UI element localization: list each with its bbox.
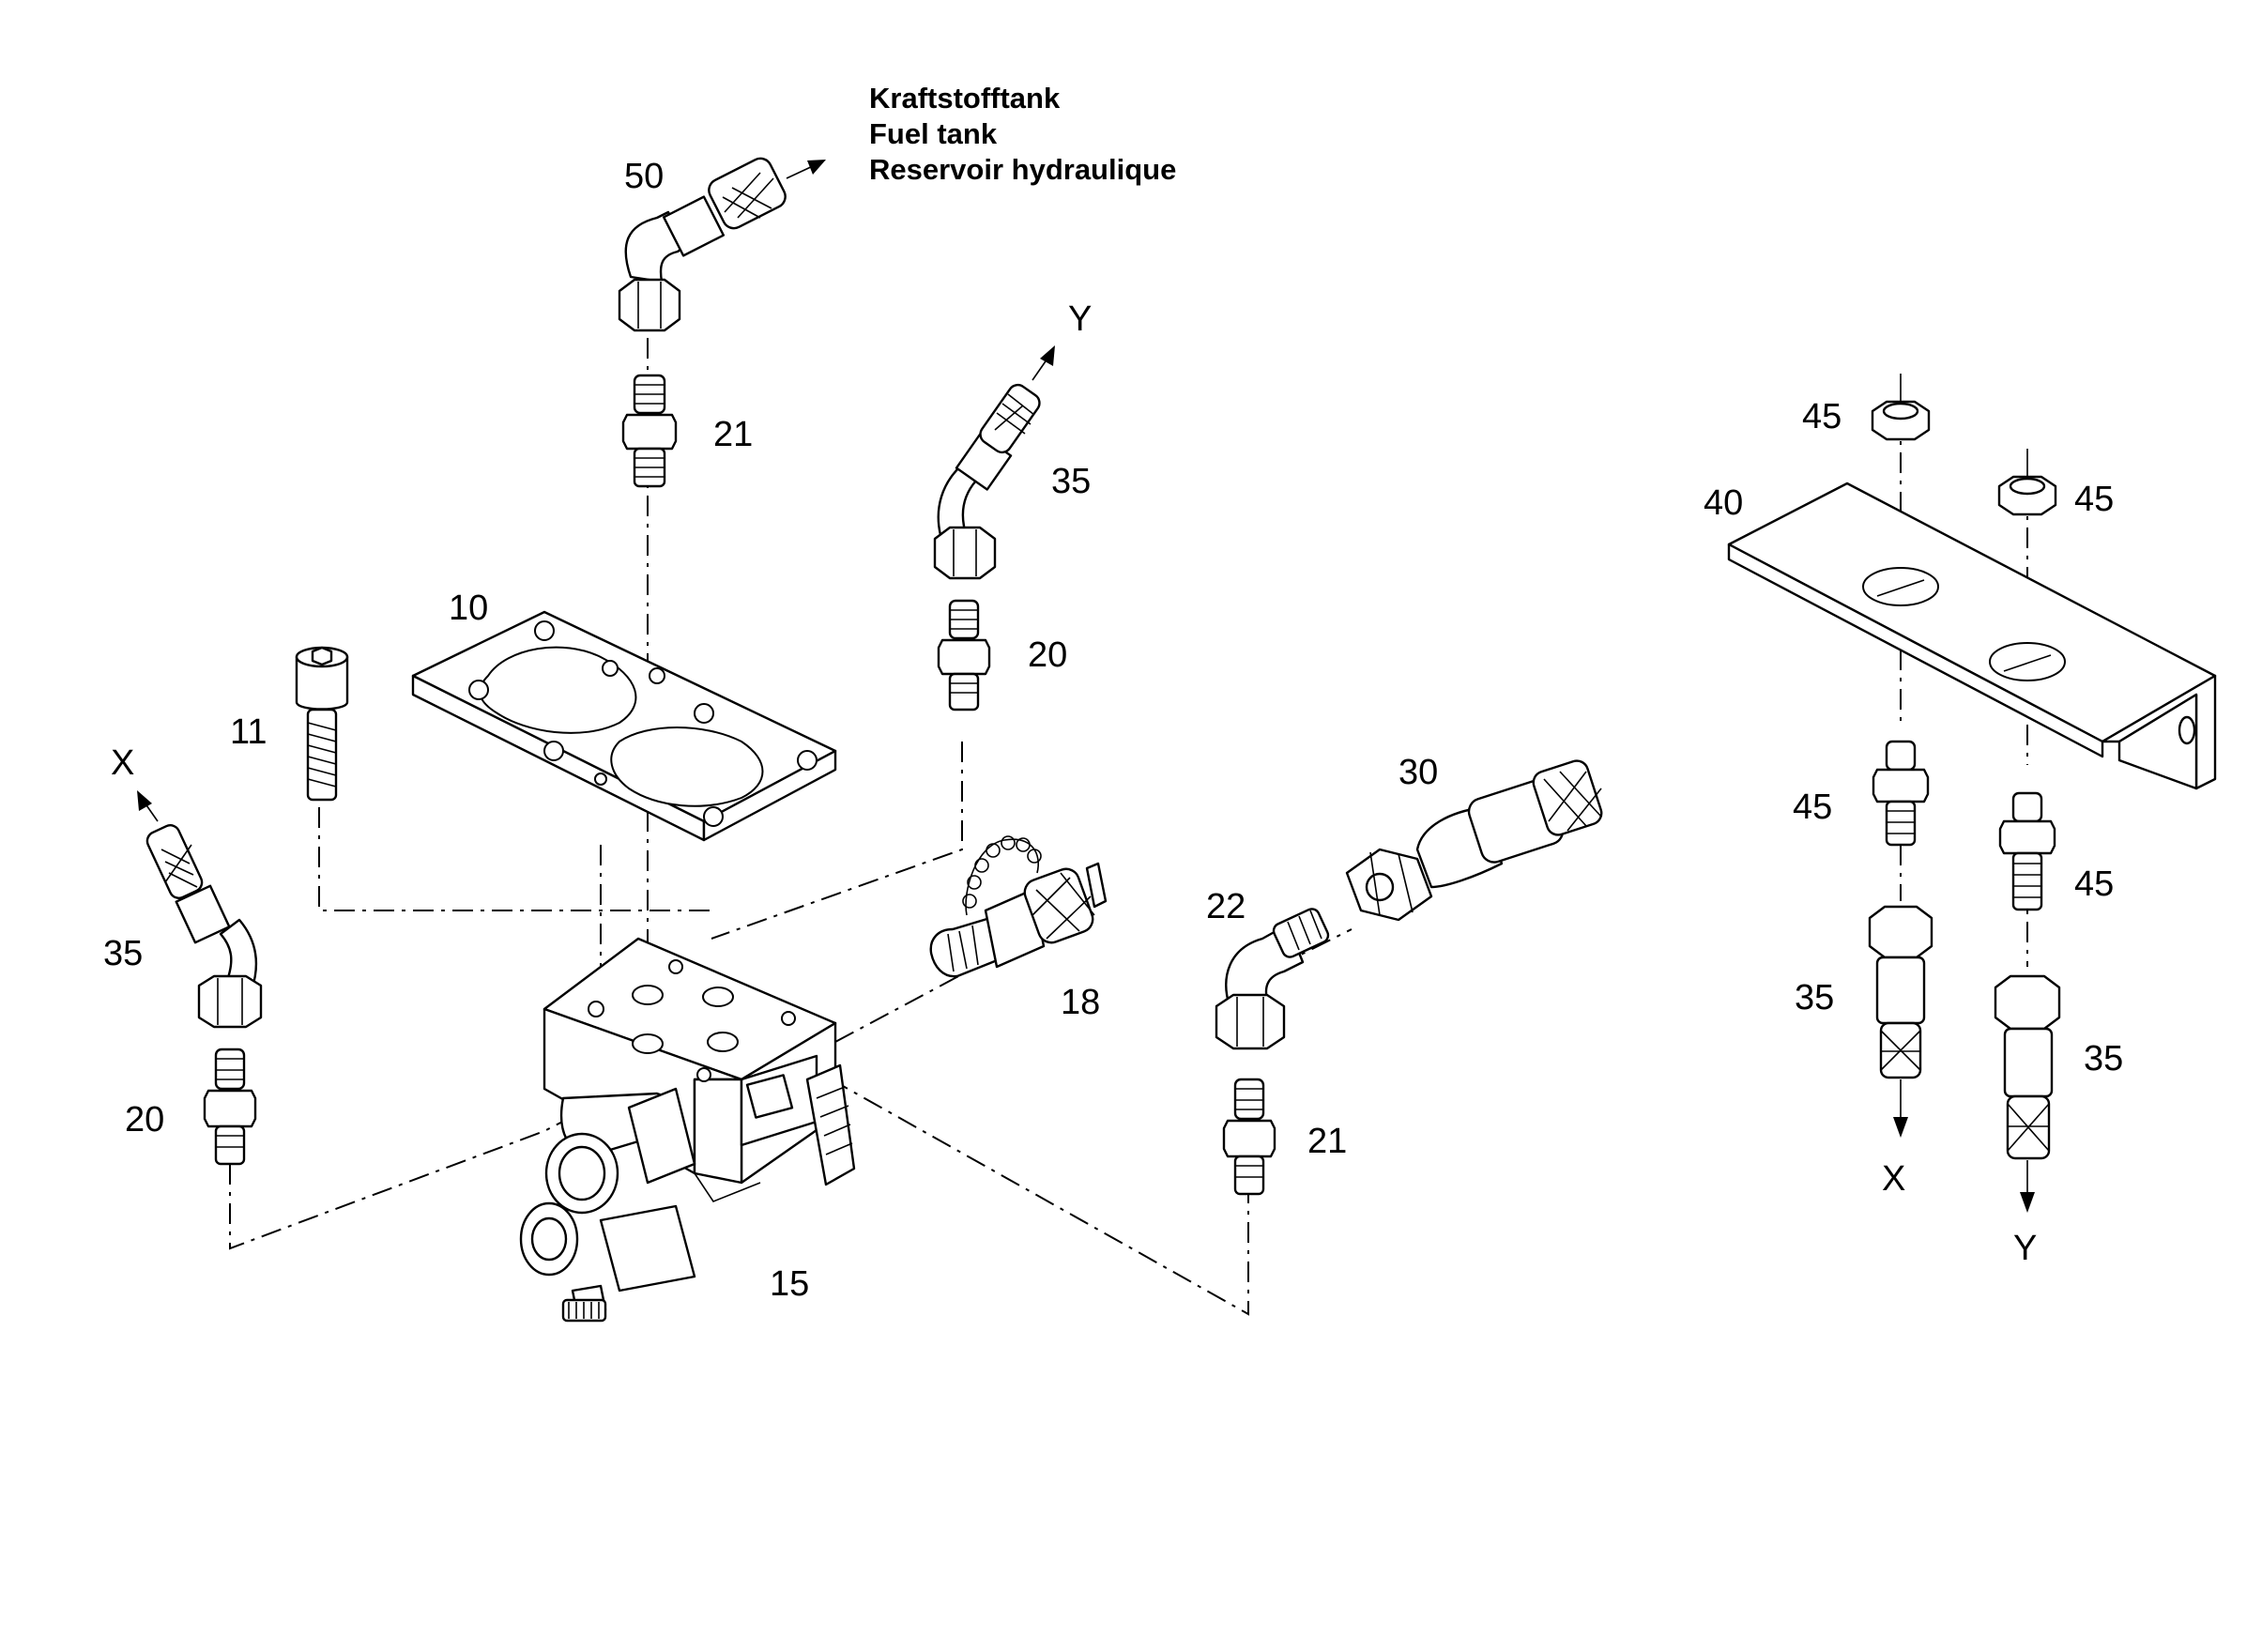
callout-11: 11 (230, 712, 267, 752)
callout-numbers: 50 21 35 20 10 11 35 20 15 18 22 30 21 4… (103, 157, 2123, 1304)
callout-18: 18 (1061, 983, 1100, 1022)
elbow-22 (1215, 908, 1330, 1050)
callout-35-left: 35 (103, 934, 143, 973)
hose-50 (618, 157, 826, 332)
screw-11 (295, 646, 349, 802)
callout-21-top: 21 (713, 415, 753, 454)
callout-35-top: 35 (1051, 462, 1091, 501)
hose-35-top (933, 345, 1055, 580)
fitting-45-right (1998, 791, 2056, 911)
callout-40: 40 (1704, 483, 1743, 523)
nut-45-right (1997, 449, 2057, 516)
port-x-bottom: X (1882, 1159, 1905, 1199)
callout-45-nut-left: 45 (1802, 397, 1842, 436)
callout-45-nut-right: 45 (2074, 480, 2114, 519)
gasket-10 (411, 610, 837, 842)
port-labels: Y X X Y (111, 299, 2037, 1268)
callout-50: 50 (624, 157, 664, 196)
callout-22: 22 (1206, 887, 1246, 926)
callout-30: 30 (1398, 753, 1438, 792)
nipple-21-top (621, 374, 678, 488)
fitting-45-left (1872, 740, 1930, 847)
nipple-20-left (203, 1048, 257, 1166)
port-y-bottom: Y (2013, 1229, 2037, 1268)
nut-45-left (1871, 374, 1931, 441)
port-y-top: Y (1068, 299, 1092, 339)
destination-line-3: Reservoir hydraulique (869, 153, 1176, 186)
callout-35-hose-right: 35 (2084, 1039, 2123, 1078)
callout-21-bottom: 21 (1307, 1122, 1347, 1161)
plug-18 (929, 835, 1108, 978)
callout-20-right: 20 (1028, 635, 1067, 675)
assembly-lines (229, 338, 2028, 1316)
callout-10: 10 (449, 589, 488, 628)
callout-20-left: 20 (125, 1100, 164, 1140)
bracket-40 (1727, 482, 2217, 790)
port-x-left: X (111, 743, 134, 783)
callout-35-hose-left: 35 (1795, 978, 1834, 1017)
destination-line-1: Kraftstofftank (869, 82, 1061, 115)
nipple-21-bottom (1222, 1078, 1276, 1196)
nipple-20-right (937, 599, 991, 711)
hose-30 (1345, 759, 1603, 922)
destination-note: Kraftstofftank Fuel tank Reservoir hydra… (869, 82, 1176, 186)
callout-45-fitting-right: 45 (2074, 864, 2114, 904)
callout-15: 15 (770, 1264, 809, 1304)
callout-45-fitting-left: 45 (1793, 788, 1832, 827)
hose-35-left (137, 790, 263, 1029)
hose-35-bracket-right (1994, 974, 2061, 1213)
destination-line-2: Fuel tank (869, 117, 998, 150)
hose-35-bracket-left (1868, 905, 1933, 1138)
valve-block-15 (519, 937, 856, 1323)
